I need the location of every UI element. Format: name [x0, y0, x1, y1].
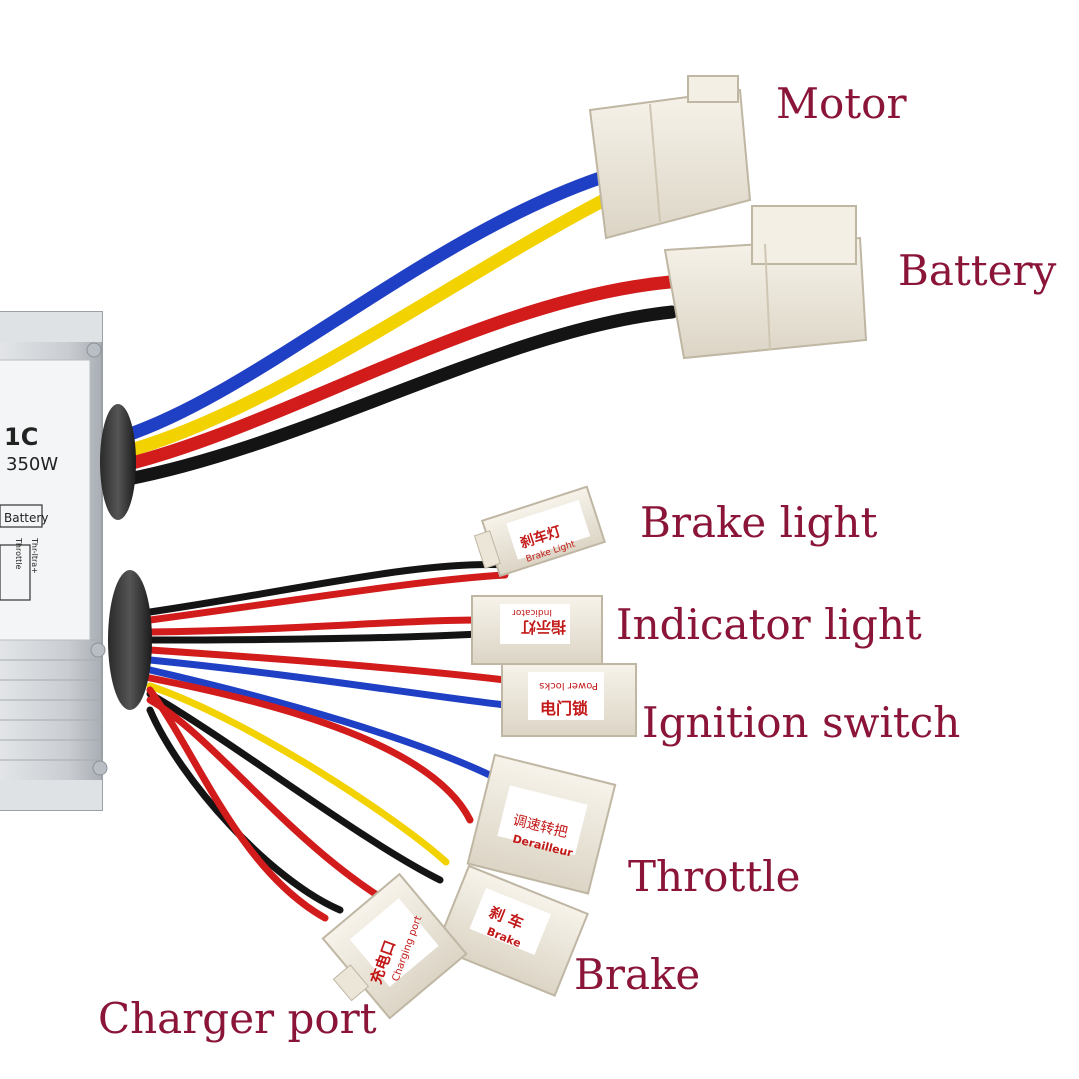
upper-grommet: [100, 404, 136, 520]
ignition-tag-cn: 电门锁: [540, 699, 588, 718]
motor-label: Motor: [776, 79, 907, 128]
ignition-plug: [501, 663, 637, 737]
controller-power-text: 350W: [6, 454, 58, 475]
charger-plug: [321, 872, 468, 1020]
indicator-plug: [471, 595, 603, 665]
controller-small-b-text: Thr-ltra+: [30, 537, 39, 574]
brake-label: Brake: [574, 950, 701, 999]
charger-port-label: Charger port: [98, 994, 377, 1043]
ignition-switch-label: Ignition switch: [642, 698, 961, 747]
throttle-label: Throttle: [628, 852, 801, 901]
controller-model-text: 1C: [4, 423, 38, 451]
indicator-tag-cn: 指示灯: [521, 618, 566, 636]
battery-connector: [663, 205, 868, 360]
indicator-tag-en: Indicator: [512, 607, 552, 617]
brake-light-plug: [473, 485, 606, 578]
battery-label: Battery: [898, 246, 1057, 295]
controller-small-a-text: Throttle: [14, 537, 23, 569]
signal-wires: [146, 561, 514, 924]
power-wires: [105, 171, 679, 489]
motor-connector: [588, 75, 752, 240]
indicator-light-label: Indicator light: [616, 600, 922, 649]
ignition-tag-en: Power locks: [539, 680, 598, 691]
controller-housing: [0, 311, 108, 811]
brake-plug: [434, 864, 589, 997]
controller-battery-text: Battery: [4, 511, 48, 525]
brake-light-label: Brake light: [640, 498, 878, 547]
lower-grommet: [108, 570, 152, 710]
throttle-plug: [466, 753, 617, 895]
